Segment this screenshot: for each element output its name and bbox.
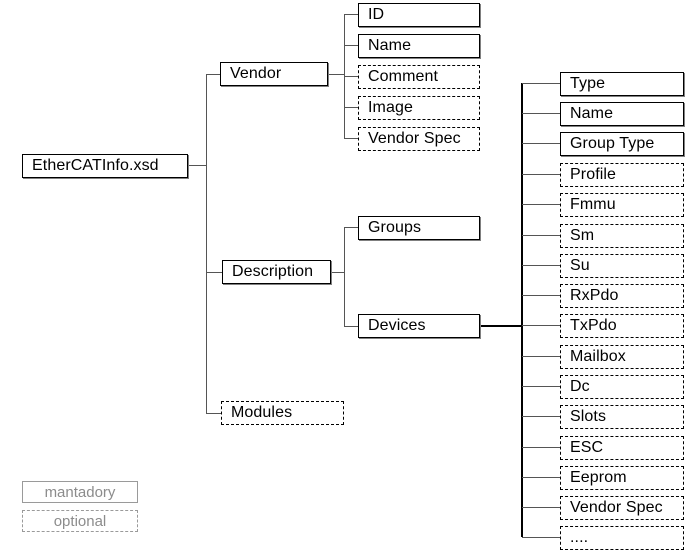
node-label: ESC	[570, 439, 604, 456]
connector-to-vendor-id	[344, 14, 358, 15]
node-label: Name	[368, 37, 412, 54]
node-label: Sm	[570, 227, 595, 244]
connector-to-modules	[206, 413, 221, 414]
connector-to-vendor-vendorspec	[344, 138, 358, 139]
node-label: Type	[570, 75, 606, 92]
node-label: Eeprom	[570, 469, 627, 486]
connector-to-device-slots	[522, 416, 560, 417]
node-root-ethercatinfo-xsd[interactable]: EtherCATInfo.xsd	[22, 154, 188, 178]
connector-to-device-grouptype	[522, 143, 560, 144]
node-label: Fmmu	[570, 196, 616, 213]
legend-label: mantadory	[44, 483, 116, 501]
node-label: Dc	[570, 378, 590, 395]
node-label: Profile	[570, 166, 617, 183]
connector-to-vendor-image	[344, 107, 358, 108]
legend-mandatory: mantadory	[22, 481, 138, 503]
connector-to-vendor-name	[344, 45, 358, 46]
node-label: TxPdo	[570, 317, 617, 334]
node-label: Mailbox	[570, 348, 626, 365]
node-label: Description	[232, 263, 314, 280]
node-device-esc[interactable]: ESC	[560, 436, 684, 460]
connector-to-device-profile	[522, 174, 560, 175]
node-device-group-type[interactable]: Group Type	[560, 132, 684, 156]
connector-description-stub	[331, 272, 344, 273]
node-device-mailbox[interactable]: Mailbox	[560, 345, 684, 369]
connector-to-vendor-comment	[344, 76, 358, 77]
node-device-profile[interactable]: Profile	[560, 163, 684, 187]
node-label: ID	[368, 6, 385, 23]
node-device-txpdo[interactable]: TxPdo	[560, 314, 684, 338]
node-vendor-id[interactable]: ID	[358, 3, 480, 27]
node-vendor-vendor-spec[interactable]: Vendor Spec	[358, 127, 480, 151]
legend-label: optional	[53, 512, 107, 530]
connector-to-device-type	[522, 83, 560, 84]
node-device-name[interactable]: Name	[560, 102, 684, 126]
node-label: Name	[570, 105, 614, 122]
node-label: Vendor	[230, 65, 282, 82]
connector-to-groups	[344, 227, 358, 228]
connector-to-device-eeprom	[522, 477, 560, 478]
node-label: ....	[570, 529, 589, 546]
node-device-eeprom[interactable]: Eeprom	[560, 466, 684, 490]
node-device-rxpdo[interactable]: RxPdo	[560, 284, 684, 308]
node-label: Vendor Spec	[570, 499, 663, 516]
node-description[interactable]: Description	[222, 260, 331, 284]
connector-description-children-bus	[344, 227, 345, 326]
node-label: Vendor Spec	[368, 130, 461, 147]
connector-to-description	[206, 272, 222, 273]
node-label: Slots	[570, 408, 607, 425]
connector-to-device-txpdo	[522, 325, 560, 326]
node-modules[interactable]: Modules	[221, 401, 344, 425]
node-label: RxPdo	[570, 287, 619, 304]
node-device-sm[interactable]: Sm	[560, 224, 684, 248]
connector-level1-bus	[206, 74, 207, 413]
node-label: Groups	[368, 219, 422, 236]
node-device-fmmu[interactable]: Fmmu	[560, 193, 684, 217]
node-label: Group Type	[570, 135, 655, 152]
connector-vendor-stub	[328, 74, 344, 75]
connector-to-vendor	[206, 74, 221, 75]
node-label: Modules	[231, 404, 293, 421]
node-device-vendor-spec[interactable]: Vendor Spec	[560, 496, 684, 520]
connector-to-devices	[344, 326, 358, 327]
node-vendor-name[interactable]: Name	[358, 34, 480, 58]
connector-to-device-sm	[522, 235, 560, 236]
connector-devices-children-bus	[521, 83, 523, 537]
legend-optional: optional	[22, 510, 138, 532]
node-label: Devices	[368, 317, 426, 334]
connector-to-device-more	[522, 537, 560, 538]
node-label: Su	[570, 257, 590, 274]
node-vendor[interactable]: Vendor	[220, 62, 328, 86]
node-devices[interactable]: Devices	[358, 314, 480, 338]
node-groups[interactable]: Groups	[358, 216, 480, 240]
node-label: Comment	[368, 68, 439, 85]
connector-to-device-vendorspec	[522, 507, 560, 508]
node-device-slots[interactable]: Slots	[560, 405, 684, 429]
connector-to-device-fmmu	[522, 204, 560, 205]
node-vendor-image[interactable]: Image	[358, 96, 480, 120]
connector-to-device-esc	[522, 447, 560, 448]
connector-root-stub	[189, 165, 206, 166]
node-label: Image	[368, 99, 413, 116]
node-vendor-comment[interactable]: Comment	[358, 65, 480, 89]
connector-to-device-name	[522, 113, 560, 114]
node-device-type[interactable]: Type	[560, 72, 684, 96]
node-device-more[interactable]: ....	[560, 526, 684, 550]
connector-to-device-dc	[522, 386, 560, 387]
node-device-su[interactable]: Su	[560, 254, 684, 278]
connector-to-device-rxpdo	[522, 295, 560, 296]
connector-to-device-mailbox	[522, 356, 560, 357]
node-label: EtherCATInfo.xsd	[32, 157, 159, 174]
node-device-dc[interactable]: Dc	[560, 375, 684, 399]
connector-to-device-su	[522, 265, 560, 266]
connector-devices-stub	[481, 325, 522, 327]
